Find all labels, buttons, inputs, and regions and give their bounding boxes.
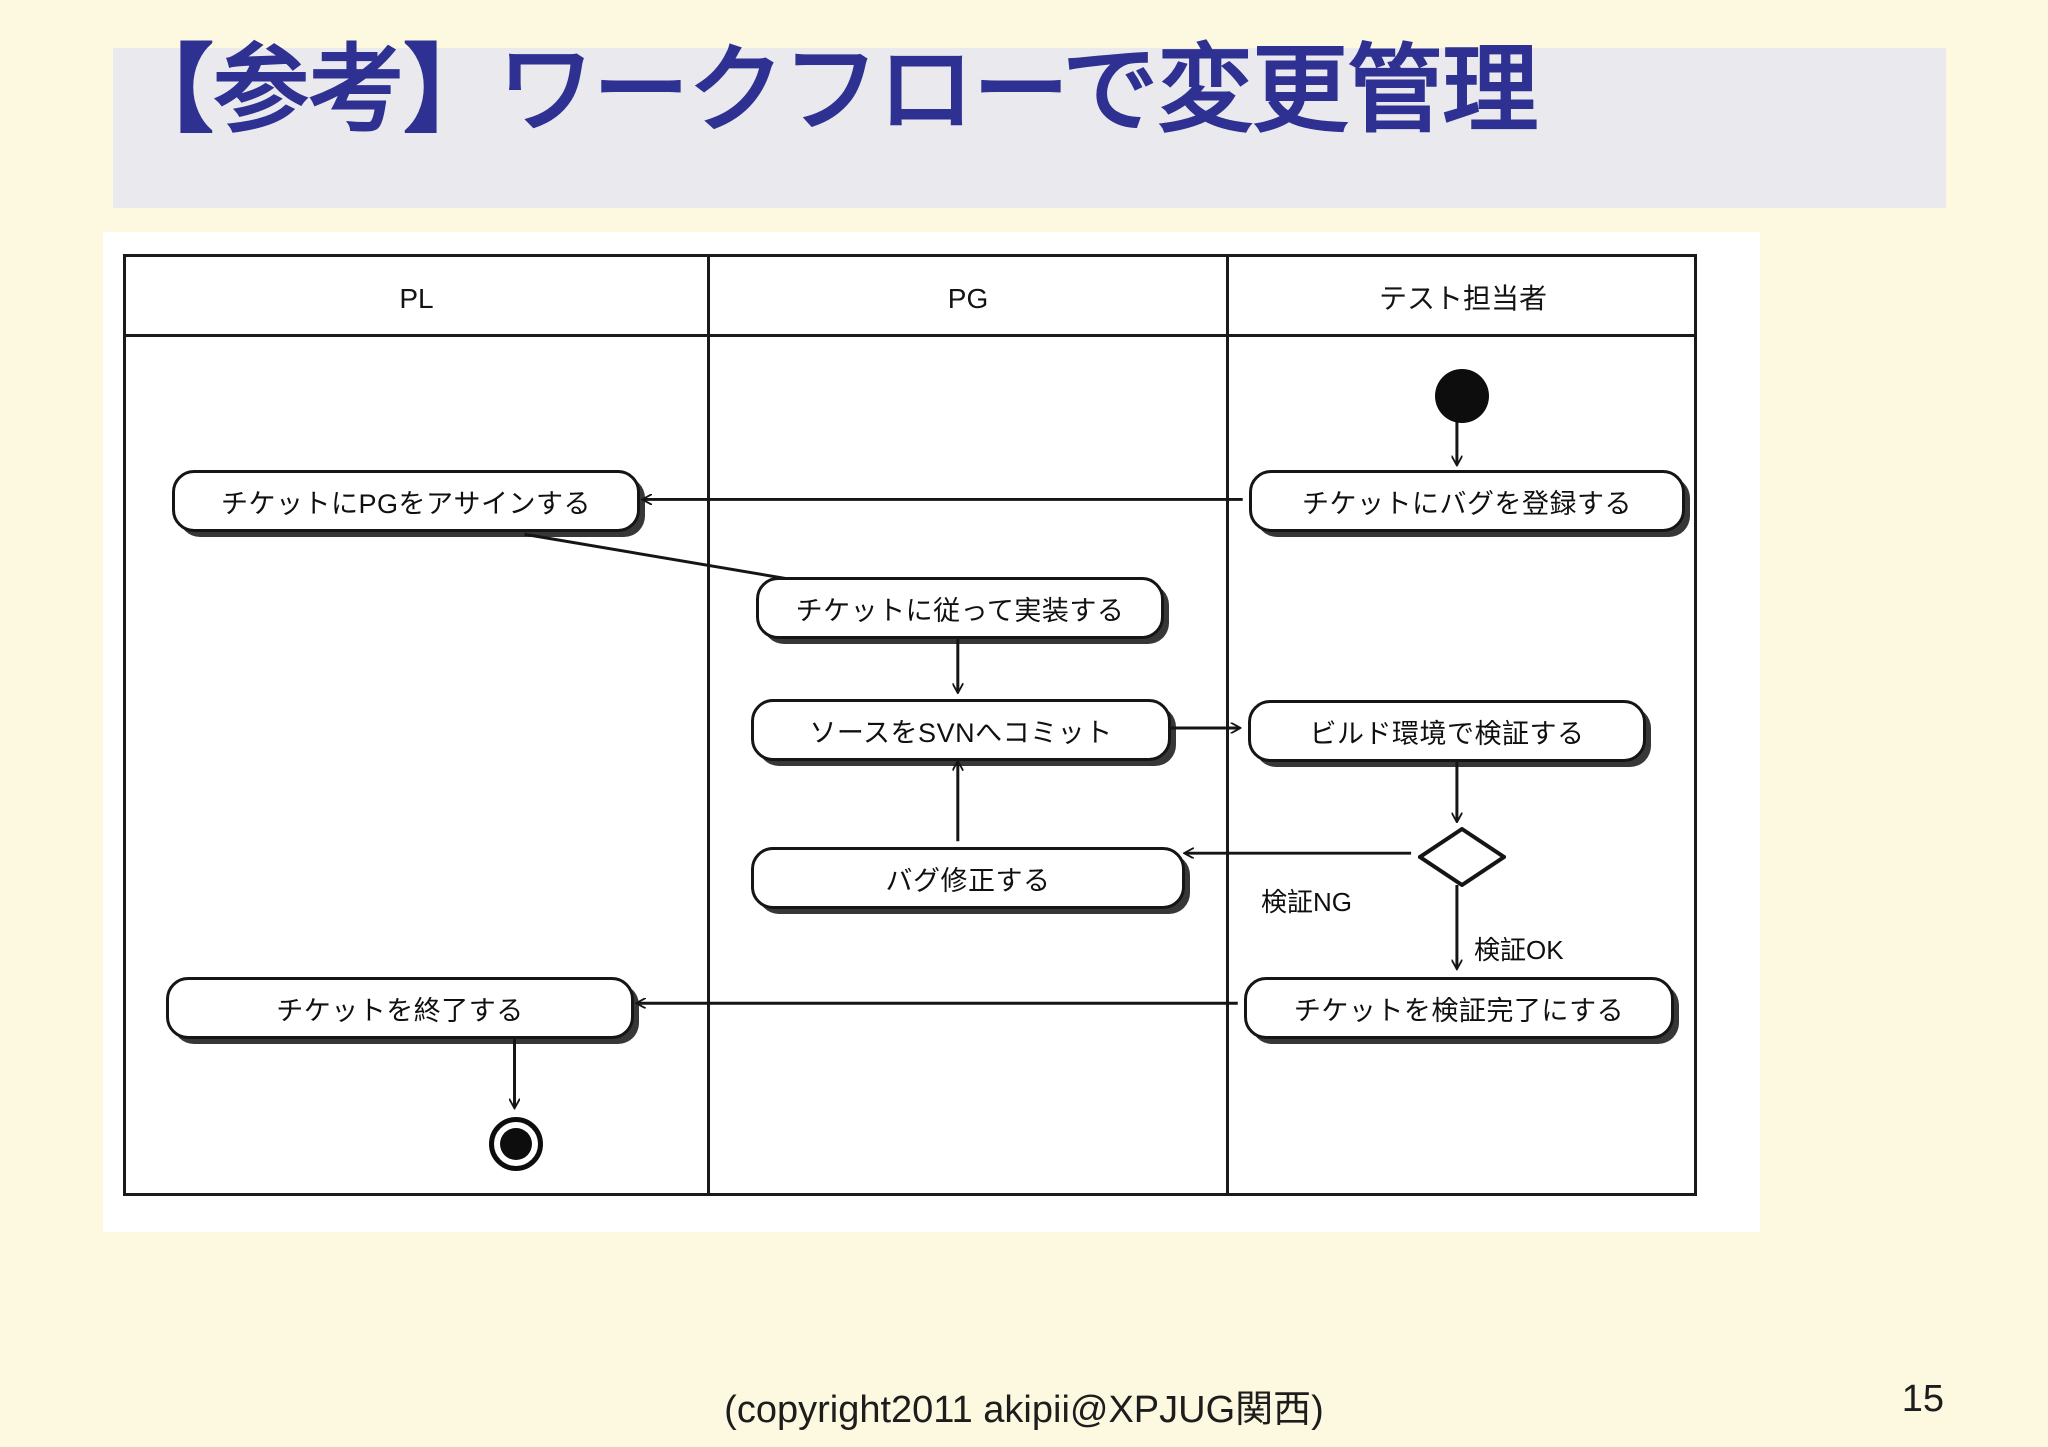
- activity-node-verify-build[interactable]: ビルド環境で検証する: [1248, 700, 1646, 762]
- initial-node: [1435, 369, 1489, 423]
- lane-header-rule: [126, 334, 1694, 337]
- activity-node-fix-bug[interactable]: バグ修正する: [751, 847, 1185, 909]
- activity-node-commit-svn[interactable]: ソースをSVNへコミット: [751, 699, 1171, 761]
- activity-node-register-bug[interactable]: チケットにバグを登録する: [1249, 470, 1685, 532]
- edge-label-verify-ng: 検証NG: [1261, 887, 1353, 917]
- decision-node: [1418, 827, 1506, 887]
- activity-node-close-ticket[interactable]: チケットを終了する: [166, 977, 634, 1039]
- page-title: 【参考】ワークフローで変更管理: [118, 37, 1538, 144]
- edge-label-verify-ok: 検証OK: [1474, 935, 1564, 965]
- lane-divider: [1226, 257, 1229, 1193]
- activity-node-mark-verified[interactable]: チケットを検証完了にする: [1244, 977, 1674, 1039]
- diagram-panel: PL PG テスト担当者: [103, 232, 1760, 1232]
- lane-header-pl: PL: [399, 283, 434, 314]
- page-number: 15: [1901, 1378, 1944, 1420]
- lane-header-pg: PG: [947, 283, 989, 314]
- swimlane-diagram: PL PG テスト担当者: [123, 254, 1697, 1196]
- footer-copyright: (copyright2011 akipii@XPJUG関西): [724, 1389, 1324, 1431]
- activity-node-implement[interactable]: チケットに従って実装する: [756, 577, 1164, 639]
- lane-header-tester: テスト担当者: [1378, 283, 1547, 314]
- lane-divider: [707, 257, 710, 1193]
- activity-node-assign-pg[interactable]: チケットにPGをアサインする: [172, 470, 640, 532]
- final-node: [489, 1117, 543, 1171]
- title-band: [113, 48, 1946, 208]
